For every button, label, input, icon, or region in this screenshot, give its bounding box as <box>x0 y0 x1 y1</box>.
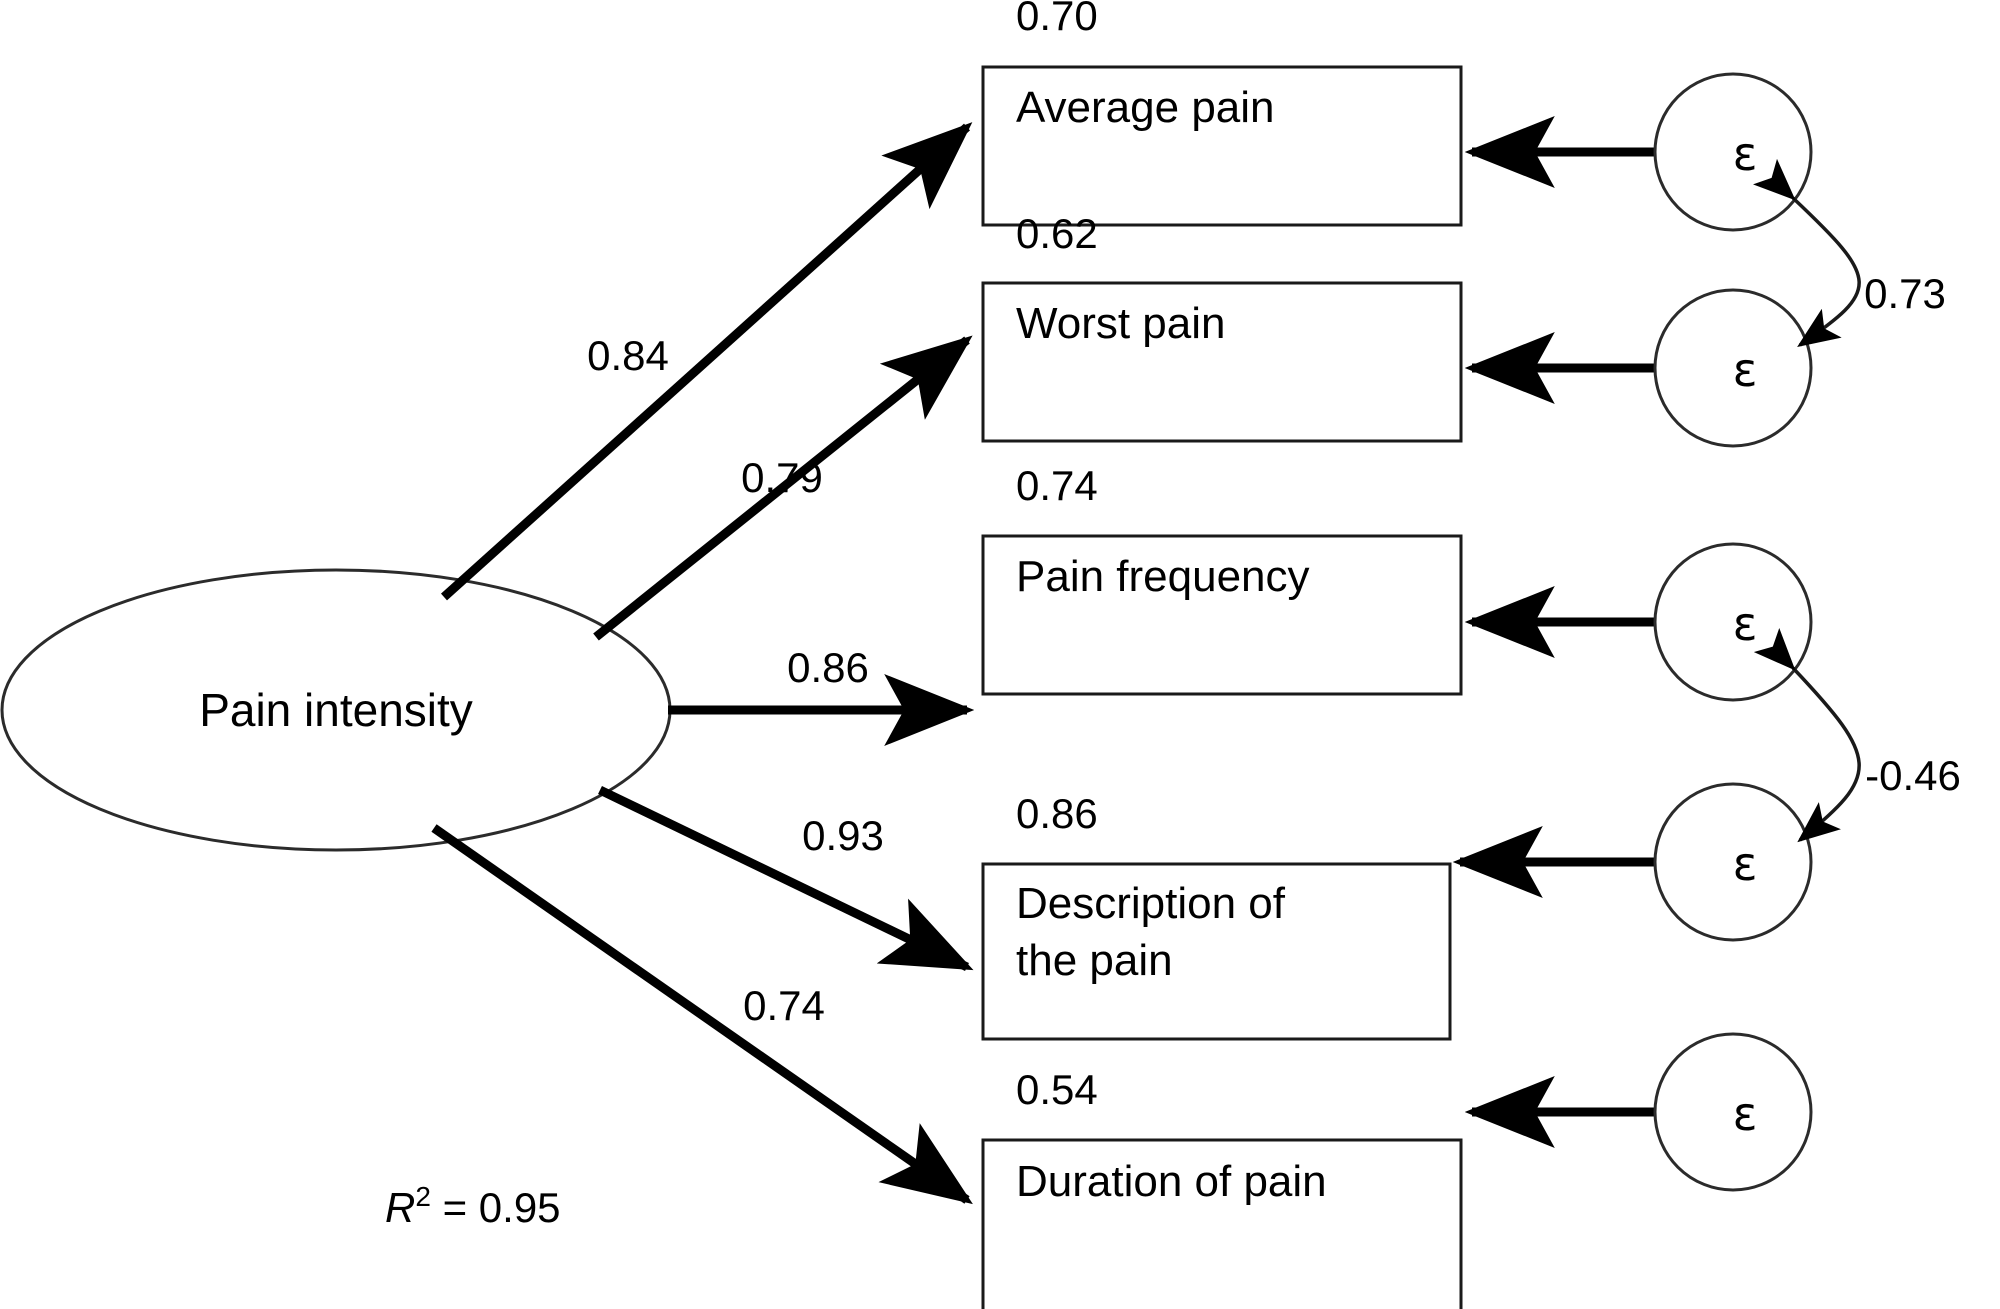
error-circle-shape-duration-of-pain <box>1653 1032 1813 1192</box>
box-label-average-pain: Average pain <box>1016 83 1275 132</box>
box-label-description-of-the-pain-line1: Description of <box>1016 879 1286 928</box>
r-squared-exponent: 2 <box>415 1181 431 1212</box>
latent-label: Pain intensity <box>199 684 473 736</box>
residual-label-pain-frequency: 0.74 <box>1016 462 1098 509</box>
path-arrow-description-of-the-pain <box>598 785 974 972</box>
correlation-label-average-worst: 0.73 <box>1864 270 1946 317</box>
latent-variable-pain-intensity[interactable]: Pain intensity <box>0 568 672 852</box>
indicator-box-pain-frequency[interactable]: Pain frequency <box>981 534 1463 696</box>
error-circle-pain-frequency[interactable]: ε <box>1653 542 1813 702</box>
box-label-pain-frequency: Pain frequency <box>1016 552 1310 601</box>
correlation-label-frequency-description: -0.46 <box>1865 752 1961 799</box>
box-rect-duration-of-pain <box>981 1138 1463 1309</box>
error-circle-duration-of-pain[interactable]: ε <box>1653 1032 1813 1192</box>
error-label-description-of-the-pain: ε <box>1733 837 1758 891</box>
path-arrow-average-pain <box>440 122 973 601</box>
error-label-duration-of-pain: ε <box>1733 1087 1758 1141</box>
loading-label-pain-frequency: 0.86 <box>787 644 869 691</box>
loading-label-worst-pain: 0.79 <box>741 454 823 501</box>
r-squared-value: 0.95 <box>479 1184 561 1231</box>
indicator-box-duration-of-pain[interactable]: Duration of pain <box>981 1138 1463 1309</box>
box-rect-worst-pain <box>981 281 1463 443</box>
residual-label-duration-of-pain: 0.54 <box>1016 1066 1098 1113</box>
box-rect-average-pain <box>981 65 1463 227</box>
error-label-worst-pain: ε <box>1733 343 1758 397</box>
box-label-description-of-the-pain-line2: the pain <box>1016 936 1173 985</box>
residual-label-average-pain: 0.70 <box>1016 0 1098 39</box>
residual-label-worst-pain: 0.62 <box>1016 210 1098 257</box>
error-label-average-pain: ε <box>1733 127 1758 181</box>
loading-label-duration-of-pain: 0.74 <box>743 982 825 1029</box>
indicator-box-worst-pain[interactable]: Worst pain <box>981 281 1463 443</box>
error-circle-average-pain[interactable]: ε <box>1653 72 1813 232</box>
loading-label-average-pain: 0.84 <box>587 332 669 379</box>
path-arrow-worst-pain <box>593 335 973 641</box>
loading-label-description-of-the-pain: 0.93 <box>802 812 884 859</box>
r-squared-symbol: R <box>385 1184 415 1231</box>
residual-label-description-of-the-pain: 0.86 <box>1016 790 1098 837</box>
r-squared-separator: = <box>431 1184 479 1231</box>
indicator-box-average-pain[interactable]: Average pain <box>981 65 1463 227</box>
path-arrow-duration-of-pain <box>431 824 973 1205</box>
box-label-worst-pain: Worst pain <box>1016 299 1226 348</box>
box-rect-description-of-the-pain <box>981 862 1452 1041</box>
box-label-duration-of-pain: Duration of pain <box>1016 1157 1327 1206</box>
correlation-curve-frequency-description <box>1753 628 1861 843</box>
indicator-box-description-of-the-pain[interactable]: Description of the pain <box>981 862 1452 1041</box>
box-rect-pain-frequency <box>981 534 1463 696</box>
error-label-pain-frequency: ε <box>1733 597 1758 651</box>
correlation-curve-average-worst <box>1752 158 1861 347</box>
error-circle-worst-pain[interactable]: ε <box>1653 288 1813 448</box>
r-squared-text: R2 = 0.95 <box>385 1181 561 1231</box>
error-circle-description-of-the-pain[interactable]: ε <box>1653 782 1813 942</box>
r-squared-annotation: R2 = 0.95 <box>385 1181 561 1231</box>
